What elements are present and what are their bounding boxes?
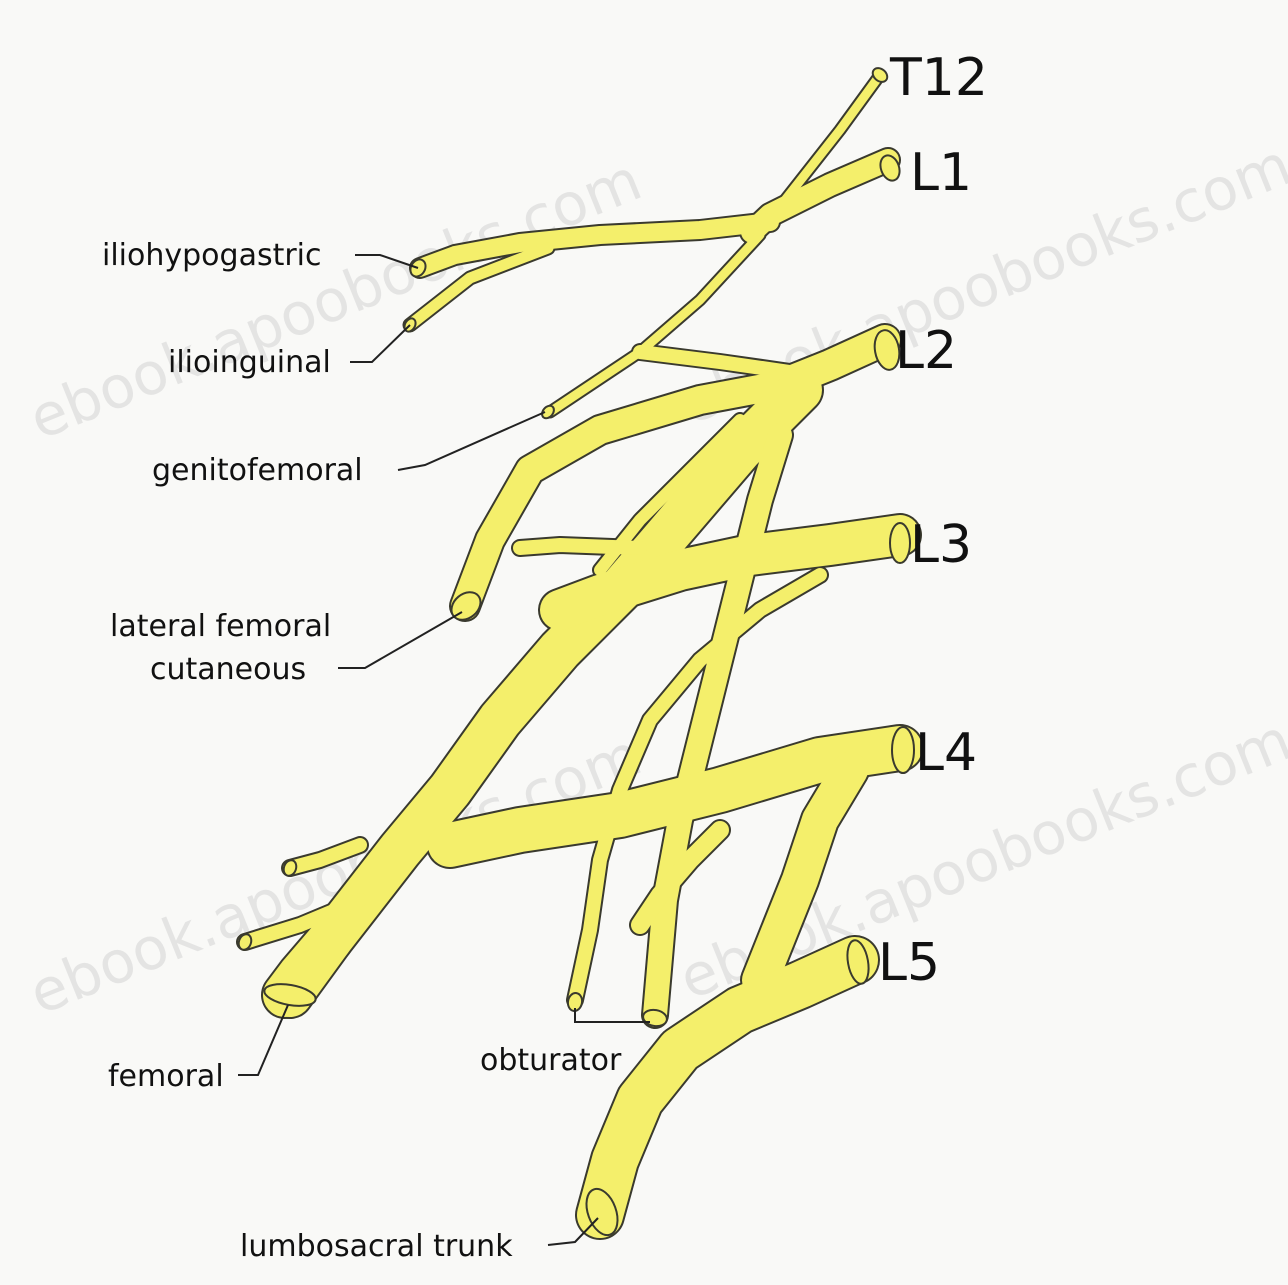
l5-ramus — [600, 960, 855, 1215]
root-label-l4: L4 — [915, 723, 977, 783]
root-label-t12: T12 — [889, 48, 988, 108]
l3-anterior-to-lfc — [520, 545, 640, 548]
root-label-l2: L2 — [895, 321, 957, 381]
label-obturator: obturator — [480, 1043, 622, 1078]
root-label-l5: L5 — [878, 933, 940, 993]
root-label-l3: L3 — [910, 515, 972, 575]
label-lateral-femoral-cutaneous-line1: lateral femoral — [110, 609, 331, 644]
label-iliohypogastric: iliohypogastric — [102, 238, 322, 273]
l3-end — [890, 523, 910, 563]
label-genitofemoral: genitofemoral — [152, 453, 363, 488]
leader-obturator — [575, 1008, 650, 1022]
l4-end — [892, 727, 914, 773]
label-lumbosacral-trunk: lumbosacral trunk — [240, 1229, 513, 1264]
label-femoral: femoral — [108, 1059, 224, 1094]
label-ilioinguinal: ilioinguinal — [168, 345, 331, 380]
root-label-l1: L1 — [910, 143, 972, 203]
leader-ilioinguinal — [350, 325, 410, 362]
label-lateral-femoral-cutaneous-line2: cutaneous — [150, 652, 306, 687]
watermark-3: ebook.apoobooks.com — [20, 720, 651, 1028]
leader-lateral-femoral-cutaneous — [338, 612, 462, 668]
